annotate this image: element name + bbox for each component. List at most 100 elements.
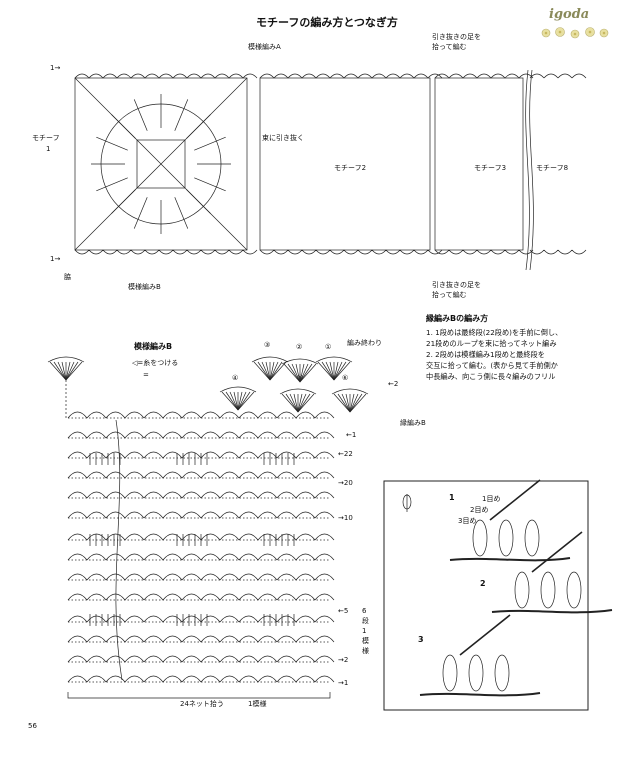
fan-stitch xyxy=(261,361,271,381)
motif-num-2: ② xyxy=(296,343,303,351)
inset-loop xyxy=(566,571,582,609)
fan-stitch xyxy=(281,393,299,413)
fan-edge xyxy=(219,386,257,393)
inset-step-2: 2 xyxy=(480,579,486,588)
inset-loop-3: 3目め xyxy=(458,517,477,525)
pattern-row xyxy=(67,635,335,643)
edge-step-4: 交互に拾って編む。(表から見て手前側か xyxy=(426,361,558,370)
row-mark-top: 1→ xyxy=(50,64,61,72)
edge-step-3: 2. 2段めは模様編み1段めと最終段を xyxy=(426,350,545,359)
inset-loop xyxy=(468,654,484,692)
pattern-row xyxy=(67,615,335,623)
inset-loop-2: 2目め xyxy=(470,506,489,514)
pattern-row xyxy=(67,655,335,663)
motif-1-spoke xyxy=(174,197,189,229)
fan-stitch xyxy=(53,361,67,381)
legend-symbol: = xyxy=(143,371,149,379)
fan-stitch xyxy=(333,361,339,381)
width-label: 24ネット拾う xyxy=(180,700,224,708)
motif-1-spoke xyxy=(186,114,211,139)
pattern-row xyxy=(67,675,335,683)
fan-edge xyxy=(251,356,289,363)
break-line-2 xyxy=(529,69,534,271)
label-motif8: モチーフ8 xyxy=(536,164,569,172)
repeat-width-label: 1模様 xyxy=(248,700,267,708)
row-label-10: →10 xyxy=(338,514,353,522)
fan-stitch xyxy=(65,361,83,381)
motif-1-spoke xyxy=(96,177,128,192)
inset-loop-1: 1目め xyxy=(482,495,501,503)
inset-yarn xyxy=(419,692,541,697)
fan-stitch xyxy=(57,361,67,381)
fan-stitch xyxy=(349,393,367,413)
motif-1-edge-bottom xyxy=(74,249,258,255)
fan-stitch xyxy=(285,393,299,413)
fan-stitch xyxy=(233,391,239,411)
pattern-row xyxy=(67,553,335,561)
fan-stitch xyxy=(237,391,243,411)
motif-1-spoke xyxy=(186,189,211,214)
fan-stitch xyxy=(49,361,67,381)
motif-join-diagram xyxy=(74,69,587,271)
fan-edge xyxy=(279,388,317,395)
edge-step-2: 21段めのループを束に拾ってネット編み xyxy=(426,339,557,348)
label-edge-b: 縁編みB xyxy=(400,419,426,427)
motif-1-ring xyxy=(100,103,222,225)
fan-stitch xyxy=(269,361,275,381)
fan-stitch xyxy=(289,393,299,413)
width-bracket xyxy=(67,692,331,699)
motif-num-3: ③ xyxy=(264,341,271,349)
page-number: 56 xyxy=(28,722,37,730)
motif-1-spoke xyxy=(194,177,226,192)
label-end: 編み終わり xyxy=(347,339,382,347)
motif-1-outline xyxy=(74,77,248,251)
pattern-row xyxy=(67,451,335,459)
inset-hook xyxy=(459,614,511,656)
fan-stitch xyxy=(329,361,335,381)
fan-edge xyxy=(315,356,353,363)
motif-1-spoke xyxy=(194,136,226,151)
fan-stitch xyxy=(237,391,251,411)
label-motif3: モチーフ3 xyxy=(474,164,507,172)
motif-1-spoke xyxy=(96,136,128,151)
fan-stitch xyxy=(297,393,311,413)
fan-stitch xyxy=(325,361,335,381)
fan-stitch xyxy=(269,361,279,381)
inset-step-3: 3 xyxy=(418,635,424,644)
motif-1-spoke xyxy=(111,114,136,139)
fan-stitch xyxy=(297,393,307,413)
fan-stitch xyxy=(349,393,355,413)
fan-stitch xyxy=(349,393,359,413)
edge-title: 縁編みBの編み方 xyxy=(426,314,489,323)
inset-loop xyxy=(494,654,510,692)
fan-stitch xyxy=(321,361,335,381)
fan-stitch xyxy=(341,393,351,413)
fan-stitch xyxy=(317,361,335,381)
fan-stitch xyxy=(297,393,315,413)
inset-loop xyxy=(540,571,556,609)
pattern-row xyxy=(67,471,335,479)
fan-stitch xyxy=(349,393,363,413)
motif-1-spoke xyxy=(111,189,136,214)
repeat-label-5: 様 xyxy=(362,647,369,655)
motif-join-title: モチーフの編み方とつなぎ方 xyxy=(256,16,398,29)
motif-1-edge-top xyxy=(74,73,258,79)
break-line xyxy=(525,69,530,271)
fan-stitch xyxy=(333,393,351,413)
inset-loop xyxy=(514,571,530,609)
pattern-row xyxy=(67,431,335,439)
label-pull-top-2: 拾って編む xyxy=(432,43,467,51)
brand-flower-ornament xyxy=(538,26,612,40)
inset-hook xyxy=(531,531,583,573)
fan-stitch xyxy=(299,363,305,383)
motif-2-edge-top xyxy=(259,73,443,79)
row-label-20: →20 xyxy=(338,479,353,487)
motif-1-spoke xyxy=(133,197,148,229)
row-label-5: ←5 xyxy=(338,607,349,615)
fan-edge xyxy=(281,358,319,365)
inset-yarn xyxy=(449,557,571,562)
fan-stitch xyxy=(297,393,303,413)
row-mark-bottom: 1→ xyxy=(50,255,61,263)
motif-num-4: ④ xyxy=(232,374,239,382)
brand-logo: igoda xyxy=(549,7,590,22)
